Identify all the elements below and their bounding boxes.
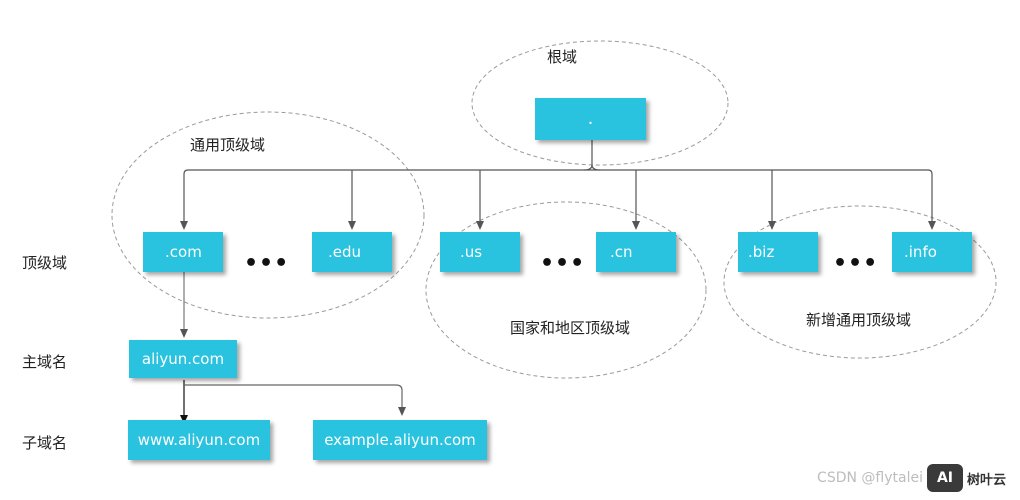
tld-node-info: .info — [892, 232, 972, 272]
tld-node-us: .us — [440, 232, 520, 272]
root-region-ellipse — [471, 40, 729, 166]
root-junction-left — [583, 164, 593, 171]
generic-tld-region-label: 通用顶级域 — [190, 136, 266, 154]
sub-node-example: example.aliyun.com — [313, 420, 487, 460]
sub-node-www: www.aliyun.com — [128, 420, 270, 460]
root-junction-right — [591, 164, 601, 171]
root-region-label: 根域 — [547, 48, 578, 66]
primary-node-aliyun: aliyun.com — [129, 340, 237, 378]
row-label-primary: 主域名 — [22, 353, 68, 371]
country-tld-region-ellipse — [425, 201, 707, 379]
tld-ellipsis-new-generic: ••• — [833, 251, 879, 276]
tld-node-edu: .edu — [312, 232, 392, 272]
tld-node-biz: .biz — [738, 232, 818, 272]
tld-node-cn: .cn — [596, 232, 676, 272]
watermark-brand-text: 树叶云 — [966, 472, 1006, 488]
row-label-top-level: 顶级域 — [22, 254, 68, 272]
tld-bus-line — [183, 169, 933, 175]
generic-tld-region-ellipse — [111, 111, 425, 319]
new-generic-tld-region-ellipse — [723, 205, 997, 359]
subdomain-connectors — [180, 380, 406, 424]
root-connectors — [180, 140, 936, 230]
watermark: CSDN @flytalei AI 树叶云 — [817, 464, 1006, 492]
tld-ellipsis-country: ••• — [540, 251, 586, 276]
tld-ellipsis-generic: ••• — [244, 251, 290, 276]
new-generic-tld-region-label: 新增通用顶级域 — [806, 311, 912, 329]
tld-node-com: .com — [143, 232, 223, 272]
watermark-faint-text: CSDN @flytalei — [817, 470, 923, 486]
row-label-sub: 子域名 — [22, 434, 68, 452]
watermark-logo-icon: AI — [926, 464, 963, 492]
root-node: . — [535, 98, 646, 140]
connector-aliyun-to-example — [184, 384, 406, 416]
country-tld-region-label: 国家和地区顶级域 — [510, 319, 631, 337]
